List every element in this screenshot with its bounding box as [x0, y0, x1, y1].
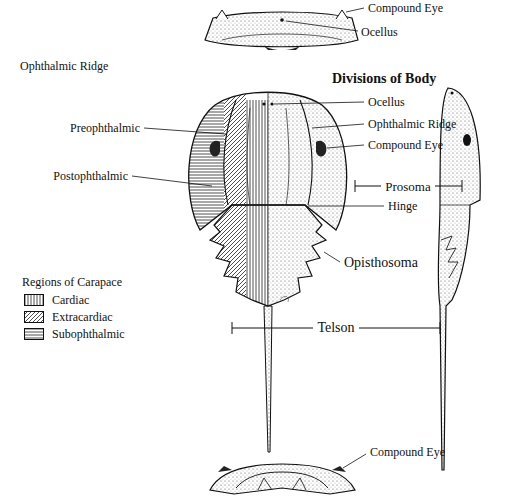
division-label: Opisthosoma — [344, 256, 418, 270]
legend-entry: Subophthalmic — [24, 328, 125, 340]
part-label: Hinge — [388, 200, 417, 212]
legend-text: Cardiac — [52, 294, 89, 306]
frontal-view — [205, 8, 364, 50]
part-label: Ophthalmic Ridge — [20, 60, 108, 72]
division-label: Prosoma — [381, 179, 435, 194]
region-label: Preophthalmic — [70, 122, 140, 134]
hatch-swatch — [24, 294, 44, 306]
rear-view — [210, 454, 366, 494]
legend-text: Extracardiac — [52, 311, 113, 323]
part-label: Compound Eye — [370, 446, 445, 458]
region-label: Postophthalmic — [53, 170, 128, 182]
legend-text: Subophthalmic — [52, 328, 125, 340]
division-label: Telson — [313, 320, 358, 336]
legend-entry: Extracardiac — [24, 311, 113, 323]
part-label: Ophthalmic Ridge — [368, 118, 456, 130]
division-bracket — [232, 180, 462, 334]
legend-heading: Regions of Carapace — [22, 276, 122, 288]
part-label: Compound Eye — [368, 2, 443, 14]
part-label: Compound Eye — [368, 139, 443, 151]
hatch-swatch — [24, 328, 44, 340]
lateral-view — [438, 88, 480, 470]
hatch-swatch — [24, 311, 44, 323]
section-heading: Divisions of Body — [332, 72, 436, 86]
part-label: Ocellus — [361, 26, 398, 38]
legend-entry: Cardiac — [24, 294, 89, 306]
part-label: Ocellus — [368, 96, 405, 108]
